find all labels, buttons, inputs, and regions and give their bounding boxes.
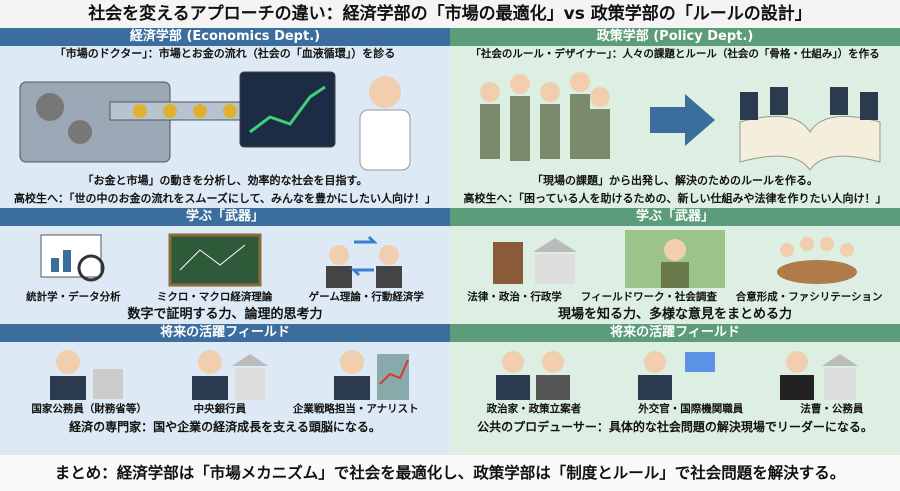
career-label: 中央銀行員 bbox=[193, 403, 247, 415]
career-label: 企業戦略担当・アナリスト bbox=[292, 403, 419, 415]
weapon-label: ゲーム理論・行動経済学 bbox=[308, 291, 424, 303]
civil-servant-icon bbox=[38, 344, 128, 400]
economics-weapons-header: 学ぶ「武器」 bbox=[0, 208, 450, 226]
economics-description: 「お金と市場」の動きを分析し、効率的な社会を目指す。 bbox=[82, 174, 368, 187]
market-machine-icon bbox=[19, 71, 411, 171]
people-and-rulebook-icon bbox=[480, 72, 881, 171]
weapon-label: ミクロ・マクロ経済理論 bbox=[156, 291, 273, 303]
policy-careers-summary: 公共のプロデューサー：具体的な社会問題の解決現場でリーダーになる。 bbox=[477, 420, 873, 434]
economics-header: 経済学部 (Economics Dept.) bbox=[0, 28, 450, 46]
chalkboard-icon bbox=[165, 230, 265, 288]
market-doctor-illustration bbox=[0, 62, 450, 172]
politician-icon bbox=[488, 344, 578, 400]
data-analysis-icon bbox=[36, 230, 116, 288]
central-banker-icon bbox=[180, 344, 270, 400]
rule-designer-illustration bbox=[450, 62, 900, 172]
economics-to-students: 高校生へ：「世の中のお金の流れをスムーズにして、みんなを豊かにしたい人向け！」 bbox=[13, 192, 437, 205]
summary: まとめ：経済学部は「市場メカニズム」で社会を最適化し、政策学部は「制度とルール」… bbox=[0, 455, 900, 491]
policy-weapons-summary: 現場を知る力、多様な意見をまとめる力 bbox=[557, 307, 792, 322]
policy-to-students: 高校生へ：「困っている人を助けるための、新しい仕組みや法律を作りたい人向け！」 bbox=[463, 192, 887, 205]
analyst-icon bbox=[322, 344, 412, 400]
policy-panel: 政策学部 (Policy Dept.) 「社会のルール・デザイナー」：人々の課題… bbox=[450, 28, 900, 455]
economics-panel: 経済学部 (Economics Dept.) 「市場のドクター」：市場とお金の流… bbox=[0, 28, 450, 455]
economics-careers-header: 将来の活躍フィールド bbox=[0, 324, 450, 342]
weapon-label: フィールドワーク・社会調査 bbox=[580, 291, 717, 303]
fieldwork-icon bbox=[625, 230, 725, 288]
policy-weapons-header: 学ぶ「武器」 bbox=[450, 208, 900, 226]
game-theory-icon bbox=[314, 230, 414, 288]
policy-careers-header: 将来の活躍フィールド bbox=[450, 324, 900, 342]
career-label: 外交官・国際機関職員 bbox=[638, 403, 744, 415]
meeting-icon bbox=[767, 230, 867, 288]
economics-careers-summary: 経済の専門家：国や企業の経済成長を支える頭脳になる。 bbox=[69, 420, 381, 434]
career-label: 政治家・政策立案者 bbox=[486, 403, 582, 415]
weapon-label: 合意形成・ファシリテーション bbox=[735, 291, 883, 303]
diplomat-icon bbox=[630, 344, 720, 400]
economics-weapons-summary: 数字で証明する力、論理的思考力 bbox=[127, 307, 323, 322]
weapon-label: 統計学・データ分析 bbox=[26, 291, 121, 303]
page-title: 社会を変えるアプローチの違い：経済学部の「市場の最適化」vs 政策学部の「ルール… bbox=[0, 0, 900, 28]
economics-role: 「市場のドクター」：市場とお金の流れ（社会の「血液循環」）を診る bbox=[54, 47, 396, 60]
career-label: 法曹・公務員 bbox=[800, 403, 864, 415]
policy-description: 「現場の課題」から出発し、解決のためのルールを作る。 bbox=[532, 174, 818, 187]
law-book-icon bbox=[483, 230, 583, 288]
policy-header: 政策学部 (Policy Dept.) bbox=[450, 28, 900, 46]
career-label: 国家公務員（財務省等） bbox=[31, 403, 147, 415]
weapon-label: 法律・政治・行政学 bbox=[467, 291, 562, 303]
policy-role: 「社会のルール・デザイナー」：人々の課題とルール（社会の「骨格・仕組み」）を作る bbox=[470, 48, 880, 60]
lawyer-icon bbox=[772, 344, 862, 400]
